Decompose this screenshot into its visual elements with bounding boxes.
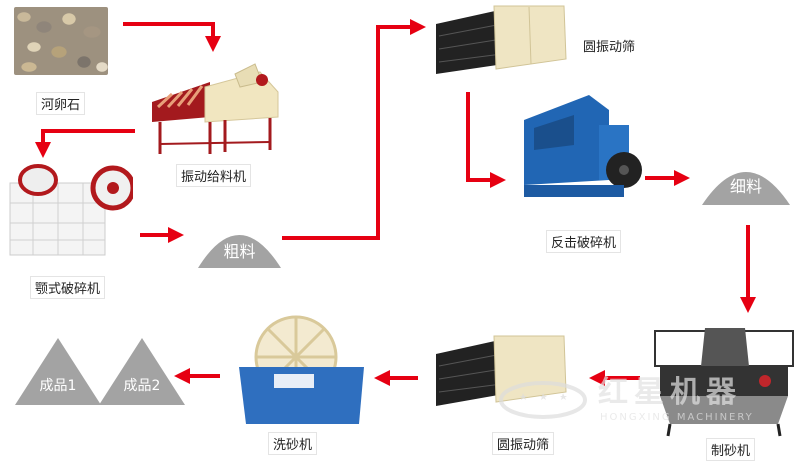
arrow-coarse-to-screen xyxy=(282,19,426,240)
arrow-feeder-to-jaw xyxy=(35,129,135,158)
brand-logo-icon xyxy=(499,381,587,419)
sand-making-machine-image xyxy=(654,328,794,437)
screen-bottom-label: 圆振动筛 xyxy=(492,432,555,455)
fine-label: 细料 xyxy=(729,177,762,196)
vibrating-feeder-image xyxy=(152,63,279,154)
product1-label: 成品1 xyxy=(39,378,77,394)
product2-label: 成品2 xyxy=(123,378,161,394)
circular-vibrating-screen-top-image xyxy=(436,5,567,74)
pebbles-image xyxy=(14,7,108,75)
sand-washer-label: 洗砂机 xyxy=(268,432,318,455)
impact-crusher-image xyxy=(524,95,642,197)
jaw-crusher-label: 颚式破碎机 xyxy=(30,276,106,299)
fine-material-pile: 细料 xyxy=(700,145,792,207)
coarse-material-pile: 粗料 xyxy=(196,208,283,270)
product2-pile: 成品2 xyxy=(98,338,186,406)
product1-pile: 成品1 xyxy=(14,338,102,406)
feeder-label: 振动给料机 xyxy=(176,164,252,187)
circular-vibrating-screen-bottom-image xyxy=(436,335,567,406)
jaw-crusher-image xyxy=(9,164,133,256)
watermark-brand-cn: 红星机器 xyxy=(598,375,742,410)
arrow-pebbles-to-feeder xyxy=(123,22,221,52)
pebbles-label: 河卵石 xyxy=(36,92,86,115)
coarse-label: 粗料 xyxy=(223,242,256,261)
arrow-screen-to-impact xyxy=(466,92,506,188)
sand-washer-image xyxy=(239,315,364,424)
impact-crusher-label: 反击破碎机 xyxy=(546,230,622,253)
sand-maker-label: 制砂机 xyxy=(706,438,756,461)
screen-top-label: 圆振动筛 xyxy=(583,40,636,55)
watermark-brand-en: HONGXING MACHINERY xyxy=(600,412,754,423)
